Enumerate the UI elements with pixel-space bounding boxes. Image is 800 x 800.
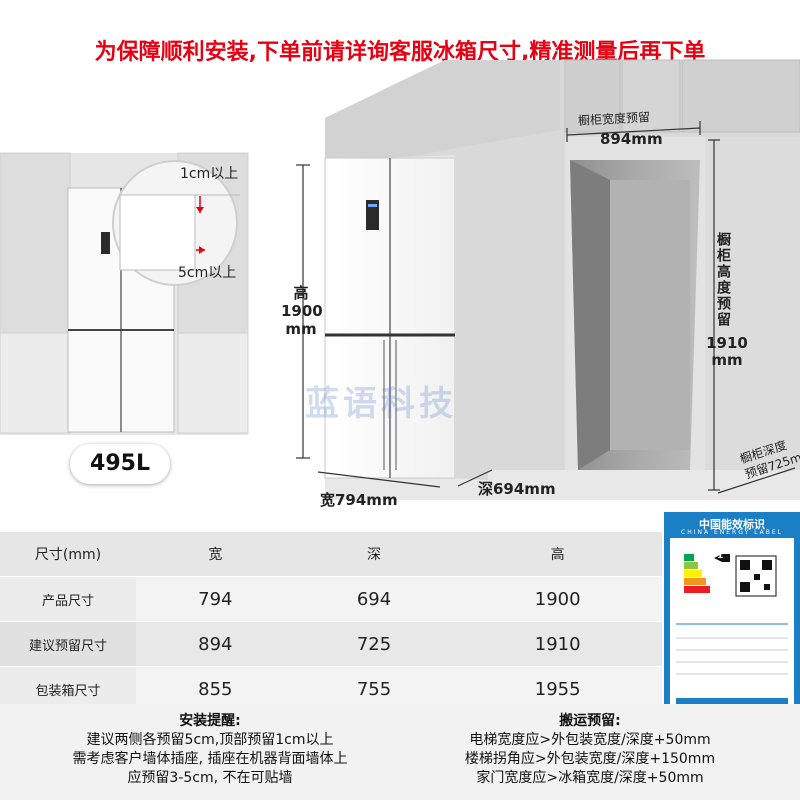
fridge-display-panel: [366, 200, 379, 230]
moving-note-line: 楼梯拐角应>外包装宽度/深度+150mm: [464, 751, 716, 767]
cabinet-height-unit: mm: [711, 351, 743, 369]
energy-label-title: 中国能效标识: [699, 518, 765, 531]
install-note-line: 建议两侧各预留5cm,顶部预留1cm以上: [86, 732, 334, 748]
moving-notes-title: 搬运预留:: [559, 713, 621, 729]
moving-notes: 搬运预留: 电梯宽度应>外包装宽度/深度+50mm 楼梯拐角应>外包装宽度/深度…: [430, 712, 750, 788]
watermark: 蓝语科技: [305, 384, 457, 424]
upper-cabinet-door: [681, 59, 800, 133]
row-label: 产品尺寸: [0, 576, 136, 622]
cell-depth: 725: [294, 621, 454, 667]
fridge-depth-label: 深694mm: [478, 480, 556, 498]
table-header: 尺寸(mm): [0, 532, 136, 577]
cabinet-height-value-block: 1910 mm: [705, 335, 749, 369]
cell-height: 1910: [453, 621, 662, 667]
table-header: 宽: [136, 532, 295, 577]
upper-cabinet-left: [325, 60, 560, 175]
install-notes: 安装提醒: 建议两侧各预留5cm,顶部预留1cm以上 需考虑客户墙体插座, 插座…: [40, 712, 380, 788]
height-value: 1900: [281, 302, 323, 320]
moving-note-line: 电梯宽度应>外包装宽度/深度+50mm: [469, 732, 711, 748]
cell-width: 894: [136, 621, 295, 667]
installation-illustration: [0, 59, 800, 500]
clearance-side-label: 5cm以上: [178, 265, 237, 281]
cabinet-height-value: 1910: [706, 334, 748, 352]
energy-grade: 1: [717, 551, 724, 561]
cell-height: 1900: [453, 576, 662, 622]
row-label: 建议预留尺寸: [0, 621, 136, 667]
height-unit: mm: [285, 320, 317, 338]
clearance-top-label: 1cm以上: [180, 166, 239, 182]
upper-cabinet-door: [621, 59, 681, 133]
size-spec-table: 尺寸(mm) 宽 深 高 产品尺寸 794 694 1900 建议预留尺寸 89…: [0, 532, 662, 712]
notes-section: 安装提醒: 建议两侧各预留5cm,顶部预留1cm以上 需考虑客户墙体插座, 插座…: [0, 704, 800, 800]
cell-depth: 694: [294, 576, 454, 622]
cabinet-side-panel: [705, 137, 800, 497]
table-header: 高: [453, 532, 662, 577]
energy-label: 中国能效标识 CHINA ENERGY LABEL 1: [664, 512, 800, 718]
table-row: 产品尺寸 794 694 1900: [0, 576, 662, 622]
energy-grade-bars: [676, 554, 788, 706]
cabinet-width-value: 894mm: [600, 130, 663, 148]
install-note-line: 需考虑客户墙体插座, 插座在机器背面墙体上: [72, 751, 348, 767]
capacity-badge: 495L: [70, 444, 170, 484]
cabinet-height-caption: 橱柜高度预留: [715, 232, 731, 328]
height-char: 高: [293, 284, 309, 302]
cell-width: 794: [136, 576, 295, 622]
table-header: 深: [294, 532, 454, 577]
energy-label-body: 1: [670, 538, 794, 712]
energy-label-subtitle: CHINA ENERGY LABEL: [681, 529, 783, 536]
table-header-row: 尺寸(mm) 宽 深 高: [0, 532, 662, 577]
table-row: 建议预留尺寸 894 725 1910: [0, 621, 662, 667]
moving-note-line: 家门宽度应>冰箱宽度/深度+50mm: [476, 770, 704, 786]
fridge-height-label: 高 1900 mm: [281, 284, 323, 338]
fridge-width-label: 宽794mm: [320, 491, 398, 509]
install-note-line: 应预留3-5cm, 不在可贴墙: [127, 770, 293, 786]
install-notes-title: 安装提醒:: [179, 713, 241, 729]
upper-cabinet-door: [564, 59, 621, 133]
